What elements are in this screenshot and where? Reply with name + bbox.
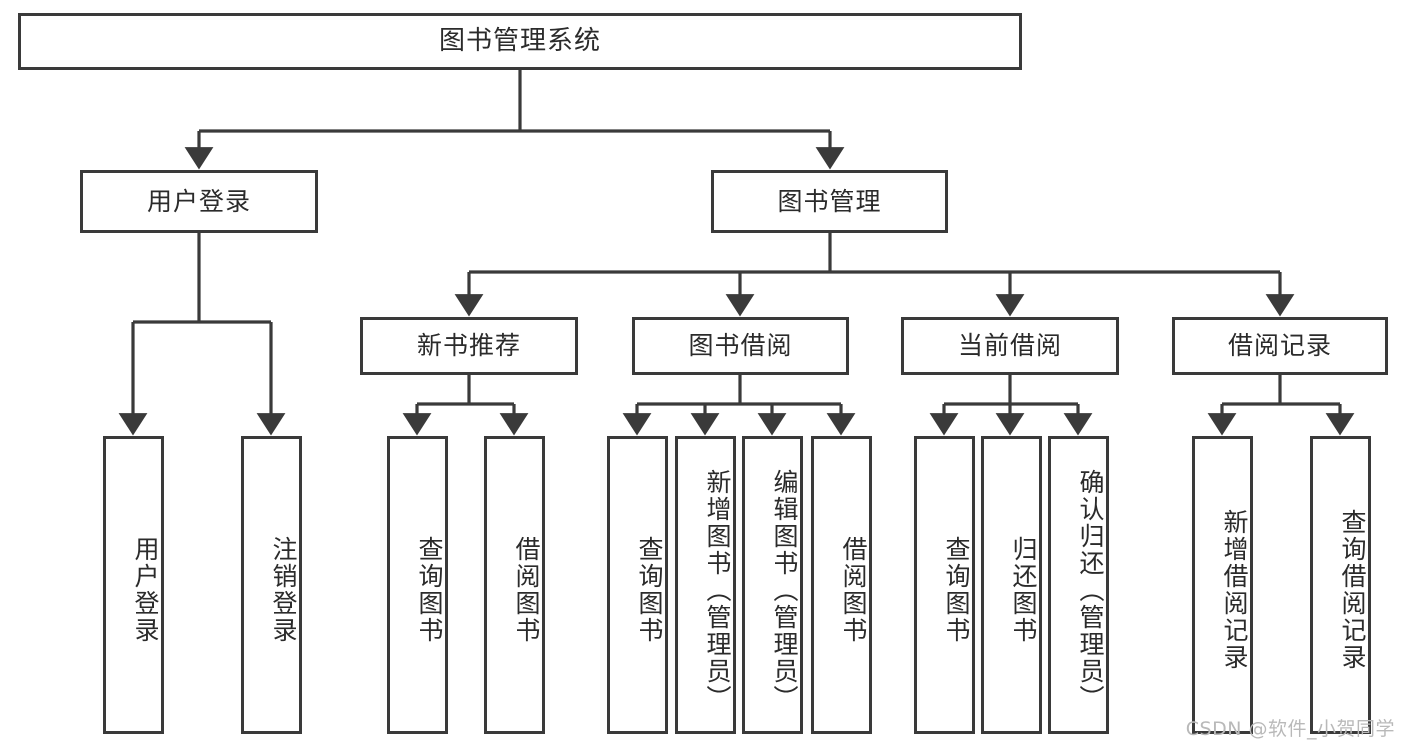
node-label: 新增图书（管理员） — [703, 468, 732, 712]
node-label: 确认归还（管理员） — [1076, 468, 1105, 712]
node-new-book-recommend[interactable]: 新书推荐 — [360, 317, 578, 375]
node-label: 编辑图书（管理员） — [770, 468, 799, 712]
leaf-query-book-current[interactable]: 查询图书 — [914, 436, 975, 734]
node-label: 查询借阅记录 — [1338, 509, 1367, 671]
node-label: 借阅记录 — [1227, 331, 1332, 360]
leaf-edit-book-admin[interactable]: 编辑图书（管理员） — [742, 436, 803, 734]
node-label: 新书推荐 — [416, 331, 521, 360]
leaf-confirm-return-admin[interactable]: 确认归还（管理员） — [1048, 436, 1109, 734]
node-current-borrow[interactable]: 当前借阅 — [901, 317, 1119, 375]
node-label: 查询图书 — [942, 536, 971, 644]
leaf-add-borrow-record[interactable]: 新增借阅记录 — [1192, 436, 1253, 734]
leaf-user-login[interactable]: 用户登录 — [103, 436, 164, 734]
node-user-login[interactable]: 用户登录 — [80, 170, 318, 233]
leaf-borrow-book-recommend[interactable]: 借阅图书 — [484, 436, 545, 734]
node-label: 查询图书 — [415, 536, 444, 644]
node-book-management[interactable]: 图书管理 — [711, 170, 948, 233]
node-label: 用户登录 — [146, 186, 251, 216]
node-book-borrow[interactable]: 图书借阅 — [632, 317, 849, 375]
watermark: CSDN @软件_小贺同学 — [1185, 718, 1395, 740]
leaf-logout[interactable]: 注销登录 — [241, 436, 302, 734]
node-borrow-record[interactable]: 借阅记录 — [1172, 317, 1388, 375]
leaf-borrow-book[interactable]: 借阅图书 — [811, 436, 872, 734]
node-label: 借阅图书 — [512, 536, 541, 644]
leaf-add-book-admin[interactable]: 新增图书（管理员） — [675, 436, 736, 734]
node-label: 新增借阅记录 — [1220, 509, 1249, 671]
node-label: 图书管理系统 — [438, 25, 601, 56]
node-label: 借阅图书 — [839, 536, 868, 644]
node-root-library-system[interactable]: 图书管理系统 — [18, 13, 1022, 70]
node-label: 归还图书 — [1009, 536, 1038, 644]
leaf-query-borrow-record[interactable]: 查询借阅记录 — [1310, 436, 1371, 734]
node-label: 注销登录 — [269, 536, 298, 644]
node-label: 图书借阅 — [688, 331, 793, 360]
node-label: 用户登录 — [131, 536, 160, 644]
node-label: 查询图书 — [635, 536, 664, 644]
leaf-query-book-recommend[interactable]: 查询图书 — [387, 436, 448, 734]
node-label: 图书管理 — [777, 186, 882, 216]
node-label: 当前借阅 — [957, 331, 1062, 360]
leaf-query-book-borrow[interactable]: 查询图书 — [607, 436, 668, 734]
leaf-return-book[interactable]: 归还图书 — [981, 436, 1042, 734]
